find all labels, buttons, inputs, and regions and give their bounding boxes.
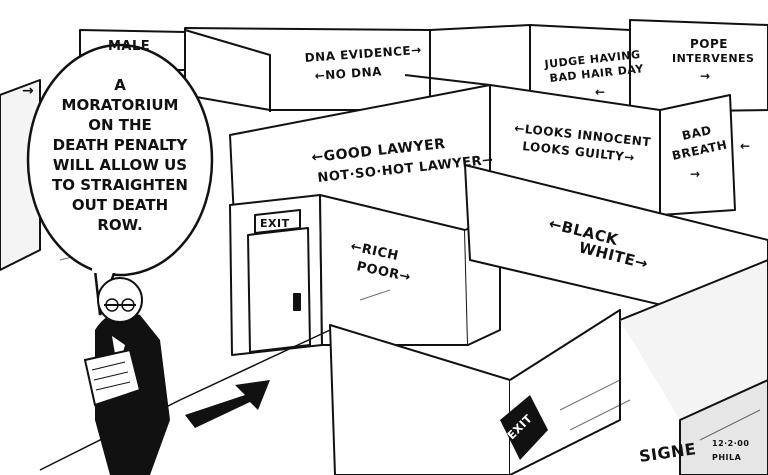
speech-line-1: A: [114, 76, 126, 94]
paper-sheet: [83, 348, 142, 407]
sign-pope-2: INTERVENES: [672, 52, 754, 65]
left-wall: [0, 79, 41, 271]
sign-right-arrow: ←: [740, 139, 751, 153]
speech-line-5: WILL ALLOW US: [53, 156, 187, 174]
sign-judge-arrow: ←: [595, 85, 606, 99]
back-wall-pope: [629, 19, 768, 113]
speech-text: A MORATORIUM ON THE DEATH PENALTY WILL A…: [52, 76, 188, 234]
man-figure: [83, 277, 170, 475]
speech-line-6: TO STRAIGHTEN: [52, 176, 188, 194]
speech-line-4: DEATH PENALTY: [53, 136, 189, 154]
sign-breath-arrow: →: [690, 167, 701, 181]
sign-pope-1: POPE: [690, 37, 728, 51]
door-handle[interactable]: [293, 293, 301, 311]
wall-breath: [659, 94, 736, 216]
signature-date: 12·2·00: [712, 439, 749, 448]
signature-city: PHILA: [712, 453, 742, 462]
speech-line-7: OUT DEATH: [72, 196, 168, 214]
speech-line-3: ON THE: [88, 116, 152, 134]
speech-line-2: MORATORIUM: [62, 96, 179, 114]
sign-male: MALE: [108, 39, 150, 54]
floor-arrow: [185, 380, 270, 428]
sign-pope-arrow: →: [700, 69, 711, 83]
sign-exit-door: EXIT: [260, 217, 290, 230]
sign-breath-1: BAD: [681, 123, 713, 143]
exit-sign-box: [254, 209, 301, 234]
sign-left-arrow: →: [22, 83, 34, 99]
wall-black-white: [464, 164, 768, 331]
speech-bubble: [26, 43, 214, 277]
front-wall: [329, 324, 511, 475]
sign-dna-2: ←NO DNA: [314, 64, 382, 83]
exit-door[interactable]: [247, 227, 311, 353]
speech-line-8: ROW.: [97, 216, 142, 234]
floor-exit-sign: [500, 395, 548, 460]
